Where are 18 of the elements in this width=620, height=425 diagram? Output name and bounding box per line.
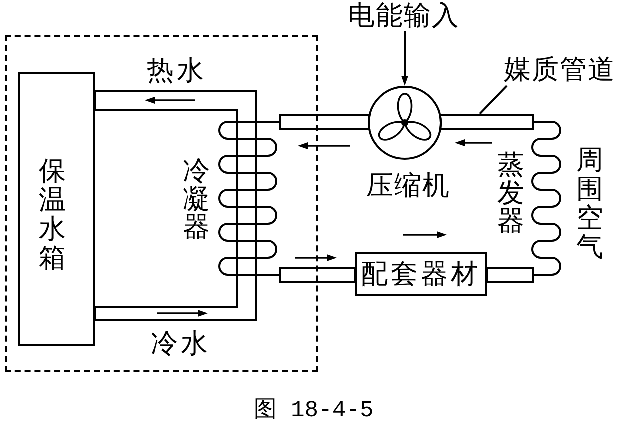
caption: 图 18-4-5 xyxy=(254,400,374,422)
pipe xyxy=(279,267,356,283)
leader-line xyxy=(479,85,508,115)
component-box: 配套器材 xyxy=(355,252,487,296)
text-label: 周围空气 xyxy=(576,146,604,262)
arrow xyxy=(402,31,408,86)
tank-box: 保温水箱 xyxy=(18,72,95,346)
component-label: 压缩机 xyxy=(366,172,450,200)
pipe xyxy=(439,114,497,130)
pipe xyxy=(94,280,257,321)
dashed-frame xyxy=(5,35,318,372)
pipe xyxy=(486,267,497,283)
component-label: 冷凝器 xyxy=(183,158,210,242)
component-label: 蒸发器 xyxy=(498,152,524,236)
pipe xyxy=(279,114,371,130)
pipe xyxy=(94,90,257,118)
text-label: 媒质管道 xyxy=(504,56,616,84)
text-label: 电能输入 xyxy=(348,2,460,30)
